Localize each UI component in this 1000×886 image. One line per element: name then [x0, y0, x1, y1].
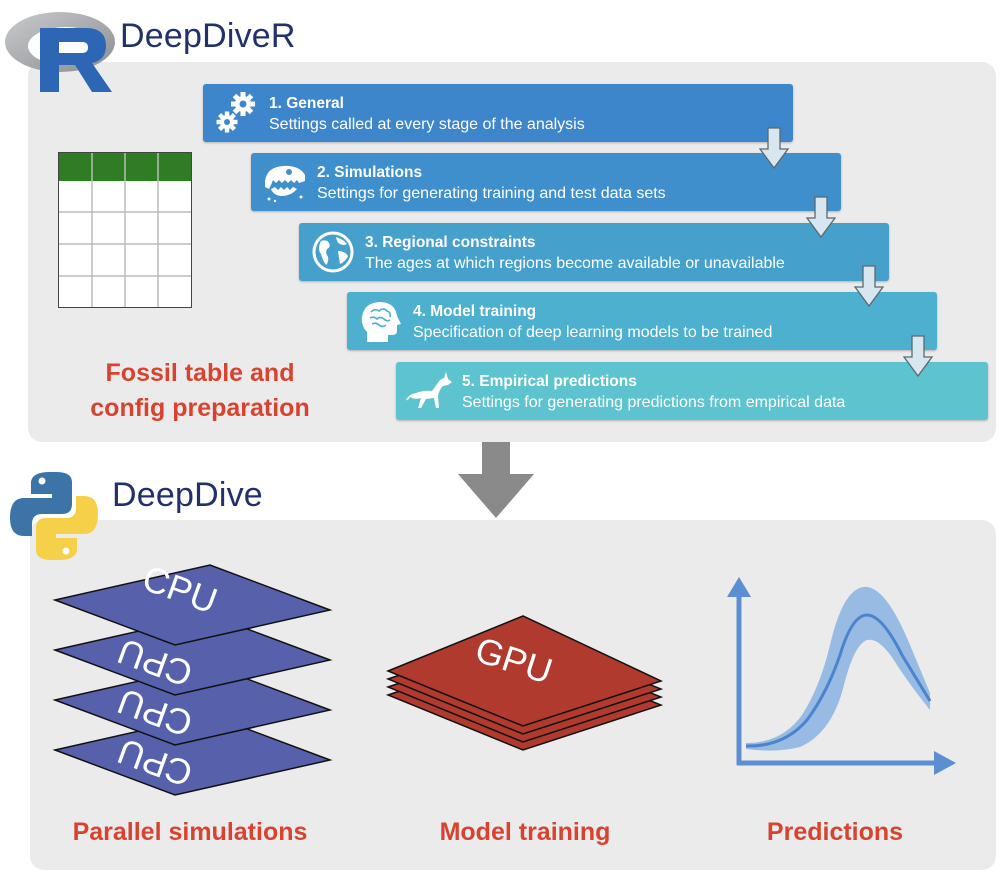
- predictions-plot: [727, 577, 956, 775]
- brain-head-icon: [361, 302, 401, 342]
- step-title: 3. Regional constraints: [365, 234, 536, 251]
- fossil-label-line2: config preparation: [90, 394, 310, 422]
- step-description: Specification of deep learning models to…: [413, 324, 773, 341]
- step-title: 1. General: [269, 95, 344, 112]
- step-title: 5. Empirical predictions: [462, 373, 637, 390]
- fox-icon: [406, 372, 452, 408]
- down-arrow-icon: [759, 127, 789, 169]
- step-description: Settings called at every stage of the an…: [269, 116, 585, 133]
- step-simulations: 2. Simulations Settings for generating t…: [251, 153, 841, 211]
- down-arrow-icon: [903, 335, 933, 377]
- model-training-label: Model training: [439, 818, 611, 846]
- fossil-table-label: Fossil table and config preparation: [60, 356, 340, 426]
- cpu-layer: [52, 564, 333, 646]
- gpu-layer: [386, 615, 664, 727]
- table-icon: [58, 152, 192, 308]
- down-arrow-icon: [806, 196, 836, 238]
- cpu-stack-illustration: CPU CPU CPU CPU: [52, 557, 333, 796]
- globe-icon: [312, 231, 354, 273]
- step-description: Settings for generating training and tes…: [317, 185, 666, 202]
- step-regional-constraints: 3. Regional constraints The ages at whic…: [299, 223, 889, 281]
- dinosaur-skull-icon: [265, 165, 305, 203]
- big-down-arrow-icon: [458, 442, 534, 518]
- step-general: 1. General Settings called at every stag…: [203, 84, 793, 142]
- gears-icon: [216, 92, 255, 133]
- step-model-training: 4. Model training Specification of deep …: [347, 292, 937, 350]
- deepdiver-title: DeepDiveR: [120, 17, 296, 55]
- python-logo-icon: [10, 472, 98, 560]
- confidence-band: [746, 586, 930, 751]
- step-empirical-predictions: 5. Empirical predictions Settings for ge…: [396, 362, 988, 420]
- down-arrow-icon: [854, 265, 884, 307]
- step-title: 2. Simulations: [317, 164, 423, 181]
- r-logo-icon: [5, 12, 115, 92]
- deepdive-title: DeepDive: [112, 476, 263, 514]
- step-title: 4. Model training: [413, 303, 537, 320]
- parallel-simulations-label: Parallel simulations: [72, 818, 308, 846]
- step-description: The ages at which regions become availab…: [365, 255, 785, 272]
- step-description: Settings for generating predictions from…: [462, 394, 846, 411]
- predictions-label: Predictions: [766, 818, 904, 846]
- fossil-label-line1: Fossil table and: [105, 359, 295, 387]
- gpu-stack-illustration: GPU: [385, 615, 664, 751]
- prediction-curve: [745, 613, 932, 748]
